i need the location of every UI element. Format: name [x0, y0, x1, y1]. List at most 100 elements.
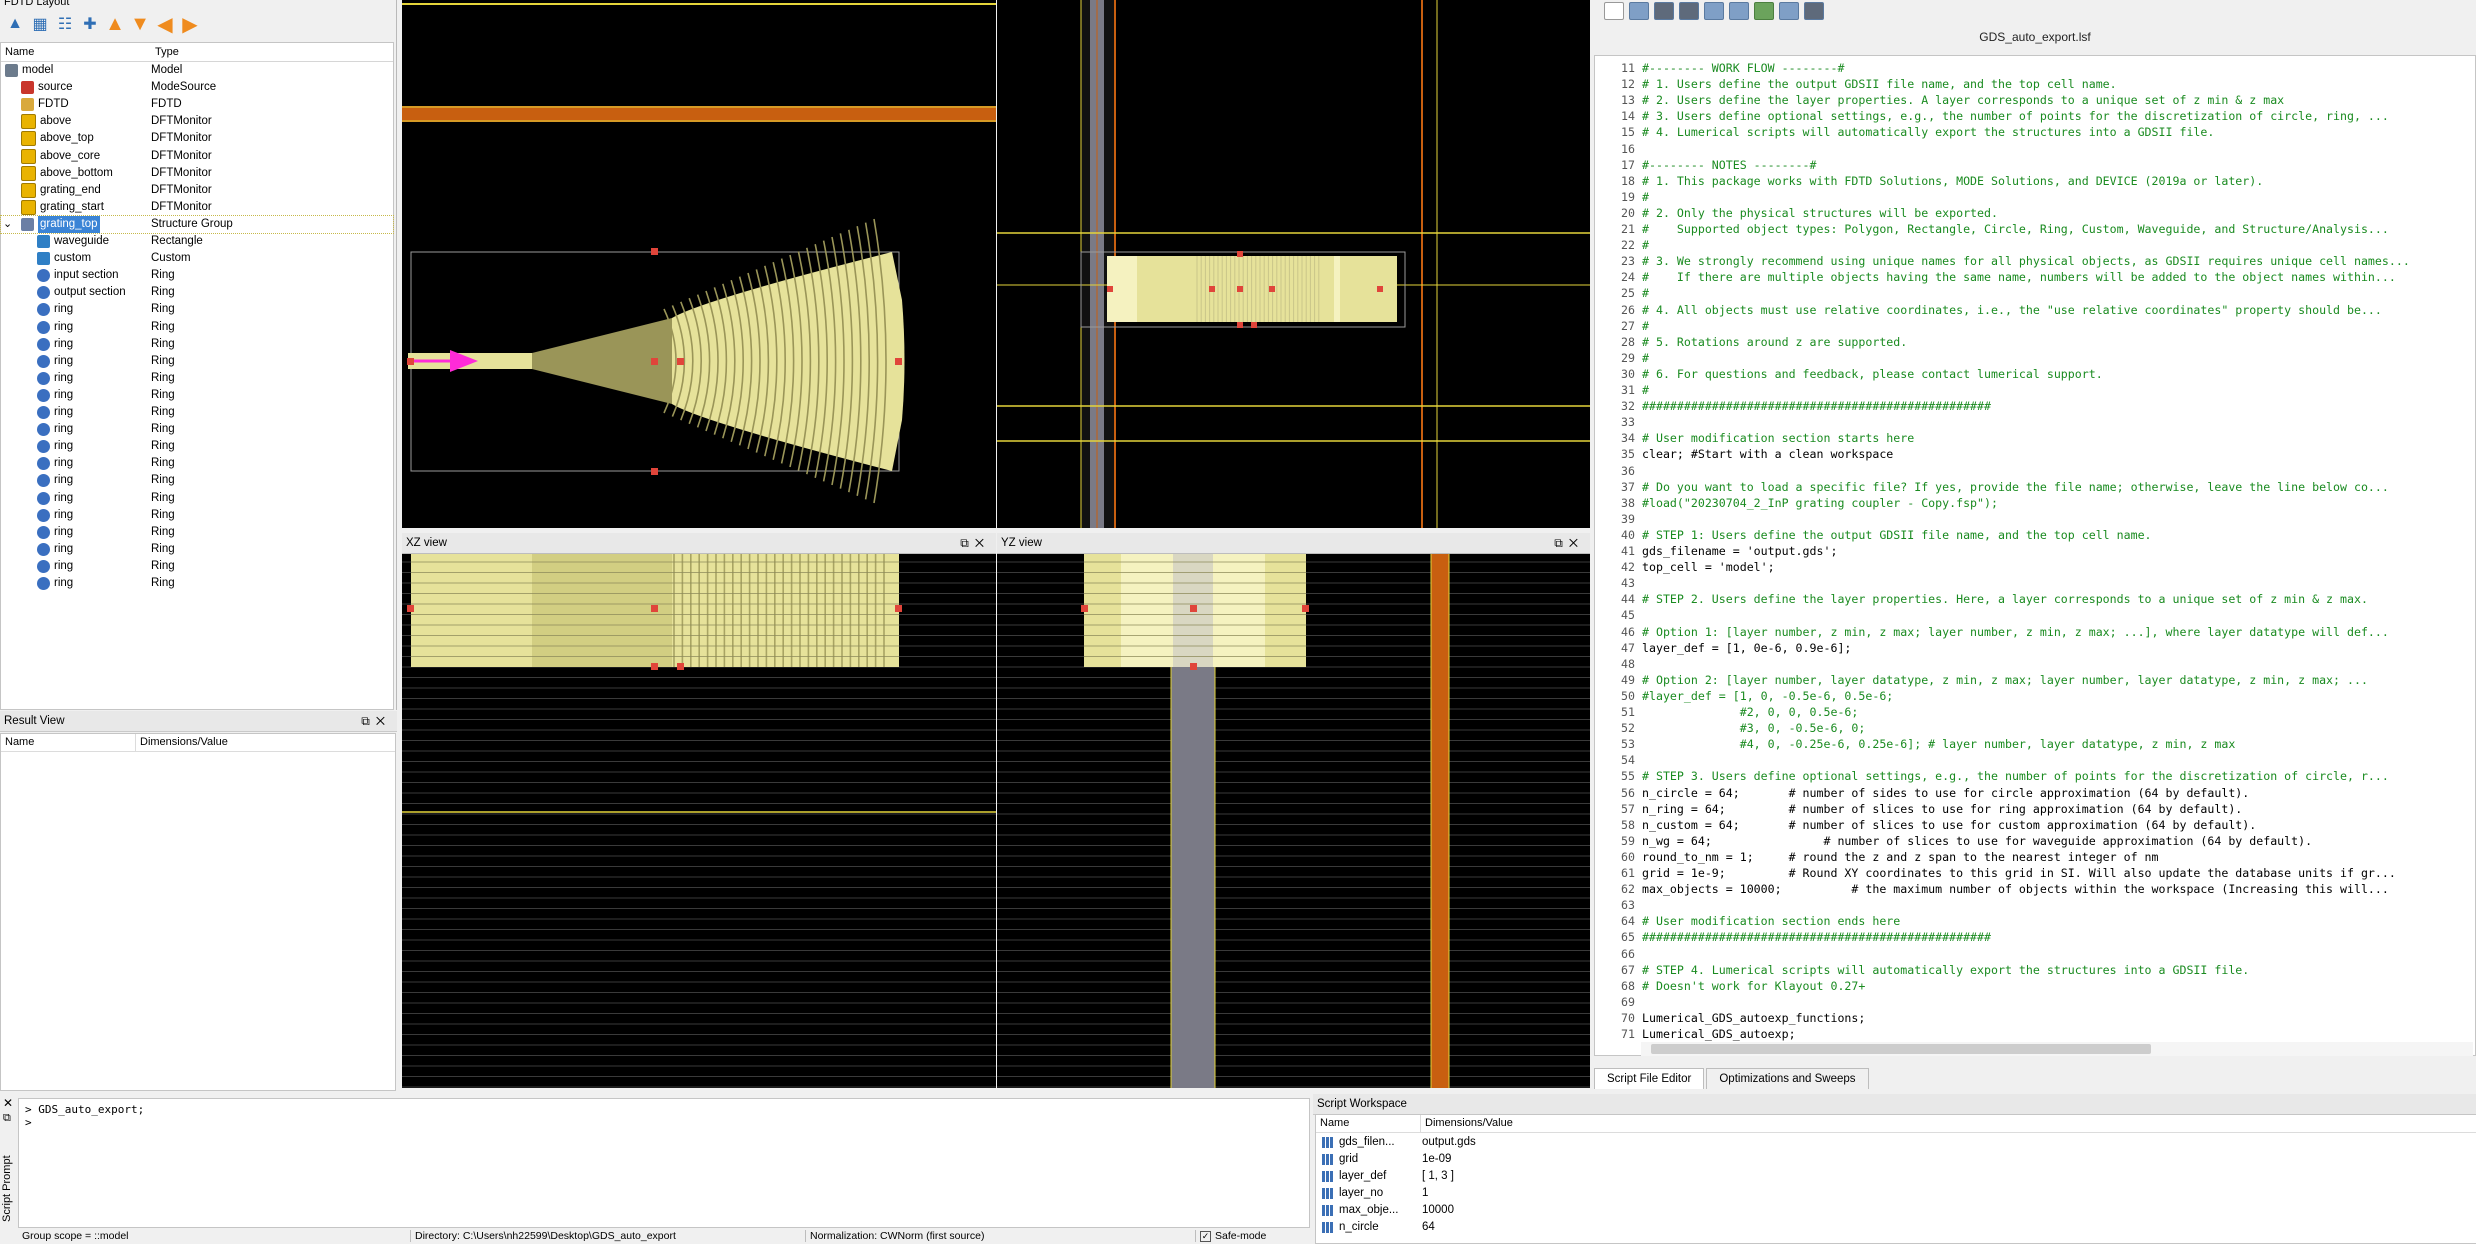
arrow-up-icon[interactable]: ▲ — [105, 12, 125, 35]
tree-item-type: Ring — [151, 354, 175, 367]
group-icon[interactable]: ▦ — [32, 16, 48, 33]
line-number: 29 — [1621, 350, 1635, 365]
arrow-down-icon[interactable]: ▼ — [130, 12, 150, 35]
tree-item-label: ring — [54, 491, 74, 504]
workspace-column-value[interactable]: Dimensions/Value — [1420, 1115, 1513, 1132]
xy-view-canvas[interactable] — [402, 0, 996, 528]
tree-item[interactable]: ring Ring — [1, 353, 393, 370]
tree-item-label: ring — [54, 406, 74, 418]
xz-view-canvas[interactable] — [402, 554, 996, 1088]
perspective-view-canvas[interactable] — [997, 0, 1590, 528]
custom-icon — [37, 252, 50, 266]
step-icon[interactable] — [1804, 2, 1824, 20]
perspective-view[interactable] — [997, 0, 1590, 528]
save-as-icon[interactable] — [1679, 2, 1699, 20]
tab-optimizations-and-sweeps[interactable]: Optimizations and Sweeps — [1706, 1068, 1869, 1089]
open-file-icon[interactable] — [1629, 2, 1649, 20]
checkbox-checked-icon[interactable]: ✓ — [1200, 1230, 1211, 1242]
code-area[interactable]: 11#-------- WORK FLOW --------#12# 1. Us… — [1594, 55, 2476, 1056]
add-object-icon[interactable]: ▲ — [7, 15, 23, 32]
collapse-icon[interactable]: ⌄ — [3, 217, 13, 230]
xy-view[interactable] — [402, 0, 996, 528]
horizontal-scrollbar[interactable] — [1641, 1042, 2473, 1056]
tree-item-type: DFTMonitor — [151, 166, 212, 179]
line-text: ########################################… — [1642, 930, 1992, 945]
run-script-icon[interactable] — [1754, 2, 1774, 20]
close-icon[interactable]: ✕ — [3, 1096, 14, 1110]
arrow-right-icon[interactable]: ▶ — [182, 13, 198, 36]
float-icon[interactable]: ⧉ — [3, 1112, 11, 1124]
result-column-value[interactable]: Dimensions/Value — [135, 734, 228, 751]
column-header-type[interactable]: Type — [155, 46, 179, 58]
save-icon[interactable] — [1654, 2, 1674, 20]
new-file-icon[interactable] — [1604, 2, 1624, 20]
arrow-left-icon[interactable]: ◀ — [157, 13, 173, 36]
save-all-icon[interactable] — [1704, 2, 1724, 20]
split-view-icon[interactable] — [1779, 2, 1799, 20]
workspace-column-name[interactable]: Name — [1320, 1117, 1350, 1129]
move-icon[interactable]: ✚ — [83, 16, 97, 33]
safe-mode-toggle[interactable]: ✓ Safe-mode — [1195, 1230, 1266, 1242]
float-close-icons[interactable]: ⧉✕ — [361, 714, 391, 728]
yz-view-canvas[interactable] — [997, 554, 1590, 1088]
column-header-name[interactable]: Name — [5, 46, 35, 58]
float-close-icons[interactable]: ⧉✕ — [960, 536, 990, 550]
float-close-icons[interactable]: ⧉✕ — [1554, 536, 1584, 550]
refresh-icon[interactable] — [1729, 2, 1749, 20]
line-text: # 1. Users define the output GDSII file … — [1642, 77, 2117, 92]
tree-item-label: model — [22, 64, 54, 76]
tree-item-name-cell: ring — [37, 524, 73, 541]
yz-view[interactable]: YZ view ⧉✕ — [997, 533, 1590, 1088]
tree-item-name-cell: ring — [37, 438, 73, 455]
result-column-name[interactable]: Name — [5, 736, 35, 748]
xy-ring-lines — [663, 218, 887, 504]
tree-item-label: ring — [54, 371, 74, 384]
tree-item-name-cell: ring — [37, 353, 73, 370]
line-number: 58 — [1621, 817, 1635, 832]
workspace-row[interactable]: max_obje...10000 — [1316, 1202, 2475, 1219]
tab-script-file-editor[interactable]: Script File Editor — [1594, 1068, 1705, 1089]
workspace-row[interactable]: gds_filen...output.gds — [1316, 1134, 2475, 1151]
xz-view[interactable]: XZ view ⧉✕ — [402, 533, 996, 1088]
tree-expand-icon[interactable]: ☷ — [57, 16, 73, 33]
line-number: 39 — [1621, 511, 1635, 526]
script-prompt-input[interactable]: > GDS_auto_export; > — [18, 1098, 1310, 1228]
workspace-row[interactable]: layer_def[ 1, 3 ] — [1316, 1168, 2475, 1185]
line-text: # 2. Only the physical structures will b… — [1642, 205, 1998, 220]
prompt-cursor-line: > — [25, 1116, 32, 1129]
scrollbar-thumb[interactable] — [1651, 1044, 2151, 1054]
